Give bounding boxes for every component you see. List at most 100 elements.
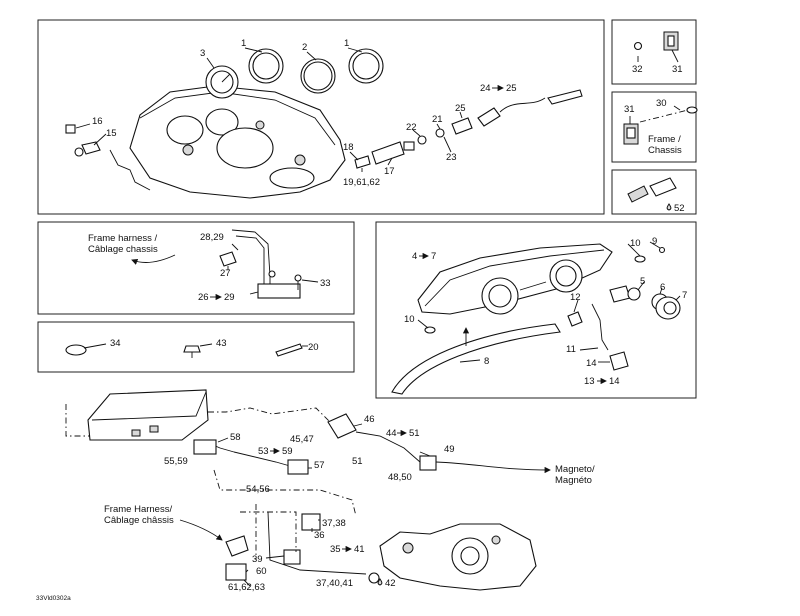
- callout-61-62-63: 61,62,63: [228, 582, 265, 593]
- callout-29: 29: [224, 292, 235, 303]
- callout-58: 58: [230, 432, 241, 443]
- note-frame-harness-b2: Câblage châssis: [104, 515, 174, 526]
- note-magneto-2: Magnéto: [555, 475, 592, 486]
- callout-labels: 1 2 1 3 16 15 18 17 19,61,62 22 21 23 25…: [36, 38, 687, 602]
- panel-connector-a: [611, 19, 697, 85]
- callout-2: 2: [302, 42, 307, 53]
- callout-7-end: 7: [431, 251, 436, 262]
- callout-4: 4: [412, 251, 417, 262]
- harness-bracket: [131, 229, 319, 299]
- callout-14: 14: [586, 358, 597, 369]
- callout-14-end: 14: [609, 376, 620, 387]
- screw-16: [65, 124, 76, 134]
- note-frame-harness-2: Câblage chassis: [88, 244, 158, 255]
- callout-60: 60: [256, 566, 267, 577]
- callout-42-group: 42: [377, 578, 396, 589]
- callout-24-25: 24 25: [480, 83, 517, 94]
- note-chassis: Chassis: [648, 145, 682, 156]
- callout-37-40-41: 37,40,41: [316, 578, 353, 589]
- cap-7: [655, 296, 681, 320]
- callout-24-start: 24: [480, 83, 491, 94]
- callout-1b: 1: [344, 38, 349, 49]
- callout-44-51: 44 51: [386, 428, 420, 439]
- callout-21: 21: [432, 114, 443, 125]
- note-magneto-1: Magneto/: [555, 464, 595, 475]
- callout-17: 17: [384, 166, 395, 177]
- bulb-5: [609, 285, 641, 303]
- callout-5: 5: [640, 276, 645, 287]
- callout-53-59: 53 59: [258, 446, 293, 457]
- callout-25: 25: [455, 103, 466, 114]
- callout-51-end: 51: [409, 428, 420, 439]
- callout-28-29: 28,29: [200, 232, 224, 243]
- callout-1a: 1: [241, 38, 246, 49]
- callout-13: 13: [584, 376, 595, 387]
- callout-3: 3: [200, 48, 205, 59]
- callout-27: 27: [220, 268, 231, 279]
- panel-hardware: [37, 321, 355, 373]
- callout-19-61-62: 19,61,62: [343, 177, 380, 188]
- socket-12-wire-11: [567, 303, 629, 371]
- callout-8: 8: [484, 356, 489, 367]
- bezel-1a: [248, 48, 284, 84]
- magneto-housing: [379, 523, 537, 591]
- clip-15: [74, 141, 101, 157]
- callout-57: 57: [314, 460, 325, 471]
- callout-18: 18: [343, 142, 354, 153]
- callout-7: 7: [682, 290, 687, 301]
- panel-connector-b: [611, 169, 697, 215]
- panel-harness-bracket: [37, 221, 355, 315]
- top-leaders: [75, 47, 463, 172]
- callout-49: 49: [444, 444, 455, 455]
- callout-11: 11: [566, 344, 576, 355]
- callout-20: 20: [308, 342, 319, 353]
- rivet-43: [183, 343, 213, 358]
- note-frame-harness-b1: Frame Harness/: [104, 504, 172, 515]
- callout-30: 30: [656, 98, 667, 109]
- sensor-42: [368, 572, 380, 584]
- grease-drop-icon: [666, 203, 672, 211]
- connector-31-32: [633, 31, 679, 63]
- frame-harness-arrow: [179, 511, 297, 552]
- instrument-cluster-housing: [109, 85, 346, 199]
- callout-55-59: 55,59: [164, 456, 188, 467]
- callout-10b: 10: [404, 314, 415, 325]
- panel-instrument-cluster: [37, 19, 605, 215]
- panel-headlight: [375, 221, 697, 399]
- callout-43: 43: [216, 338, 227, 349]
- bezel-1b: [348, 48, 384, 84]
- grease-drop-icon: [377, 578, 383, 586]
- callout-53: 53: [258, 446, 269, 457]
- callout-52: 52: [674, 203, 685, 214]
- callout-52-group: 52: [666, 203, 685, 214]
- gauge-3: [205, 65, 239, 99]
- callout-54-56: 54,56: [246, 484, 270, 495]
- callout-33: 33: [320, 278, 331, 289]
- fuse-block: [87, 389, 209, 441]
- trim-strip-8: [391, 323, 561, 395]
- callout-45-47: 45,47: [290, 434, 314, 445]
- callout-41-end: 41: [354, 544, 365, 555]
- callout-32: 32: [632, 64, 643, 75]
- callout-13-14: 13 14: [584, 376, 620, 387]
- bulb-socket-chain: [354, 89, 583, 169]
- callout-16: 16: [92, 116, 103, 127]
- callout-35: 35: [330, 544, 341, 555]
- callout-48-50: 48,50: [388, 472, 412, 483]
- callout-23: 23: [446, 152, 457, 163]
- panel-frame-ground: [611, 91, 697, 163]
- cable-tie-34: [65, 343, 107, 356]
- callout-24-end: 25: [506, 83, 517, 94]
- figure-code: 33Vld0302a: [36, 595, 71, 602]
- callout-46: 46: [364, 414, 375, 425]
- nut-10-9: [424, 246, 666, 334]
- callout-35-41: 35 41: [330, 544, 365, 555]
- callout-4-7: 4 7: [412, 251, 436, 262]
- callout-26: 26: [198, 292, 209, 303]
- callout-36: 36: [314, 530, 325, 541]
- stud-20: [275, 343, 308, 357]
- lens-2: [300, 58, 336, 94]
- callout-42: 42: [385, 578, 396, 589]
- note-frame-1: Frame /: [648, 134, 681, 145]
